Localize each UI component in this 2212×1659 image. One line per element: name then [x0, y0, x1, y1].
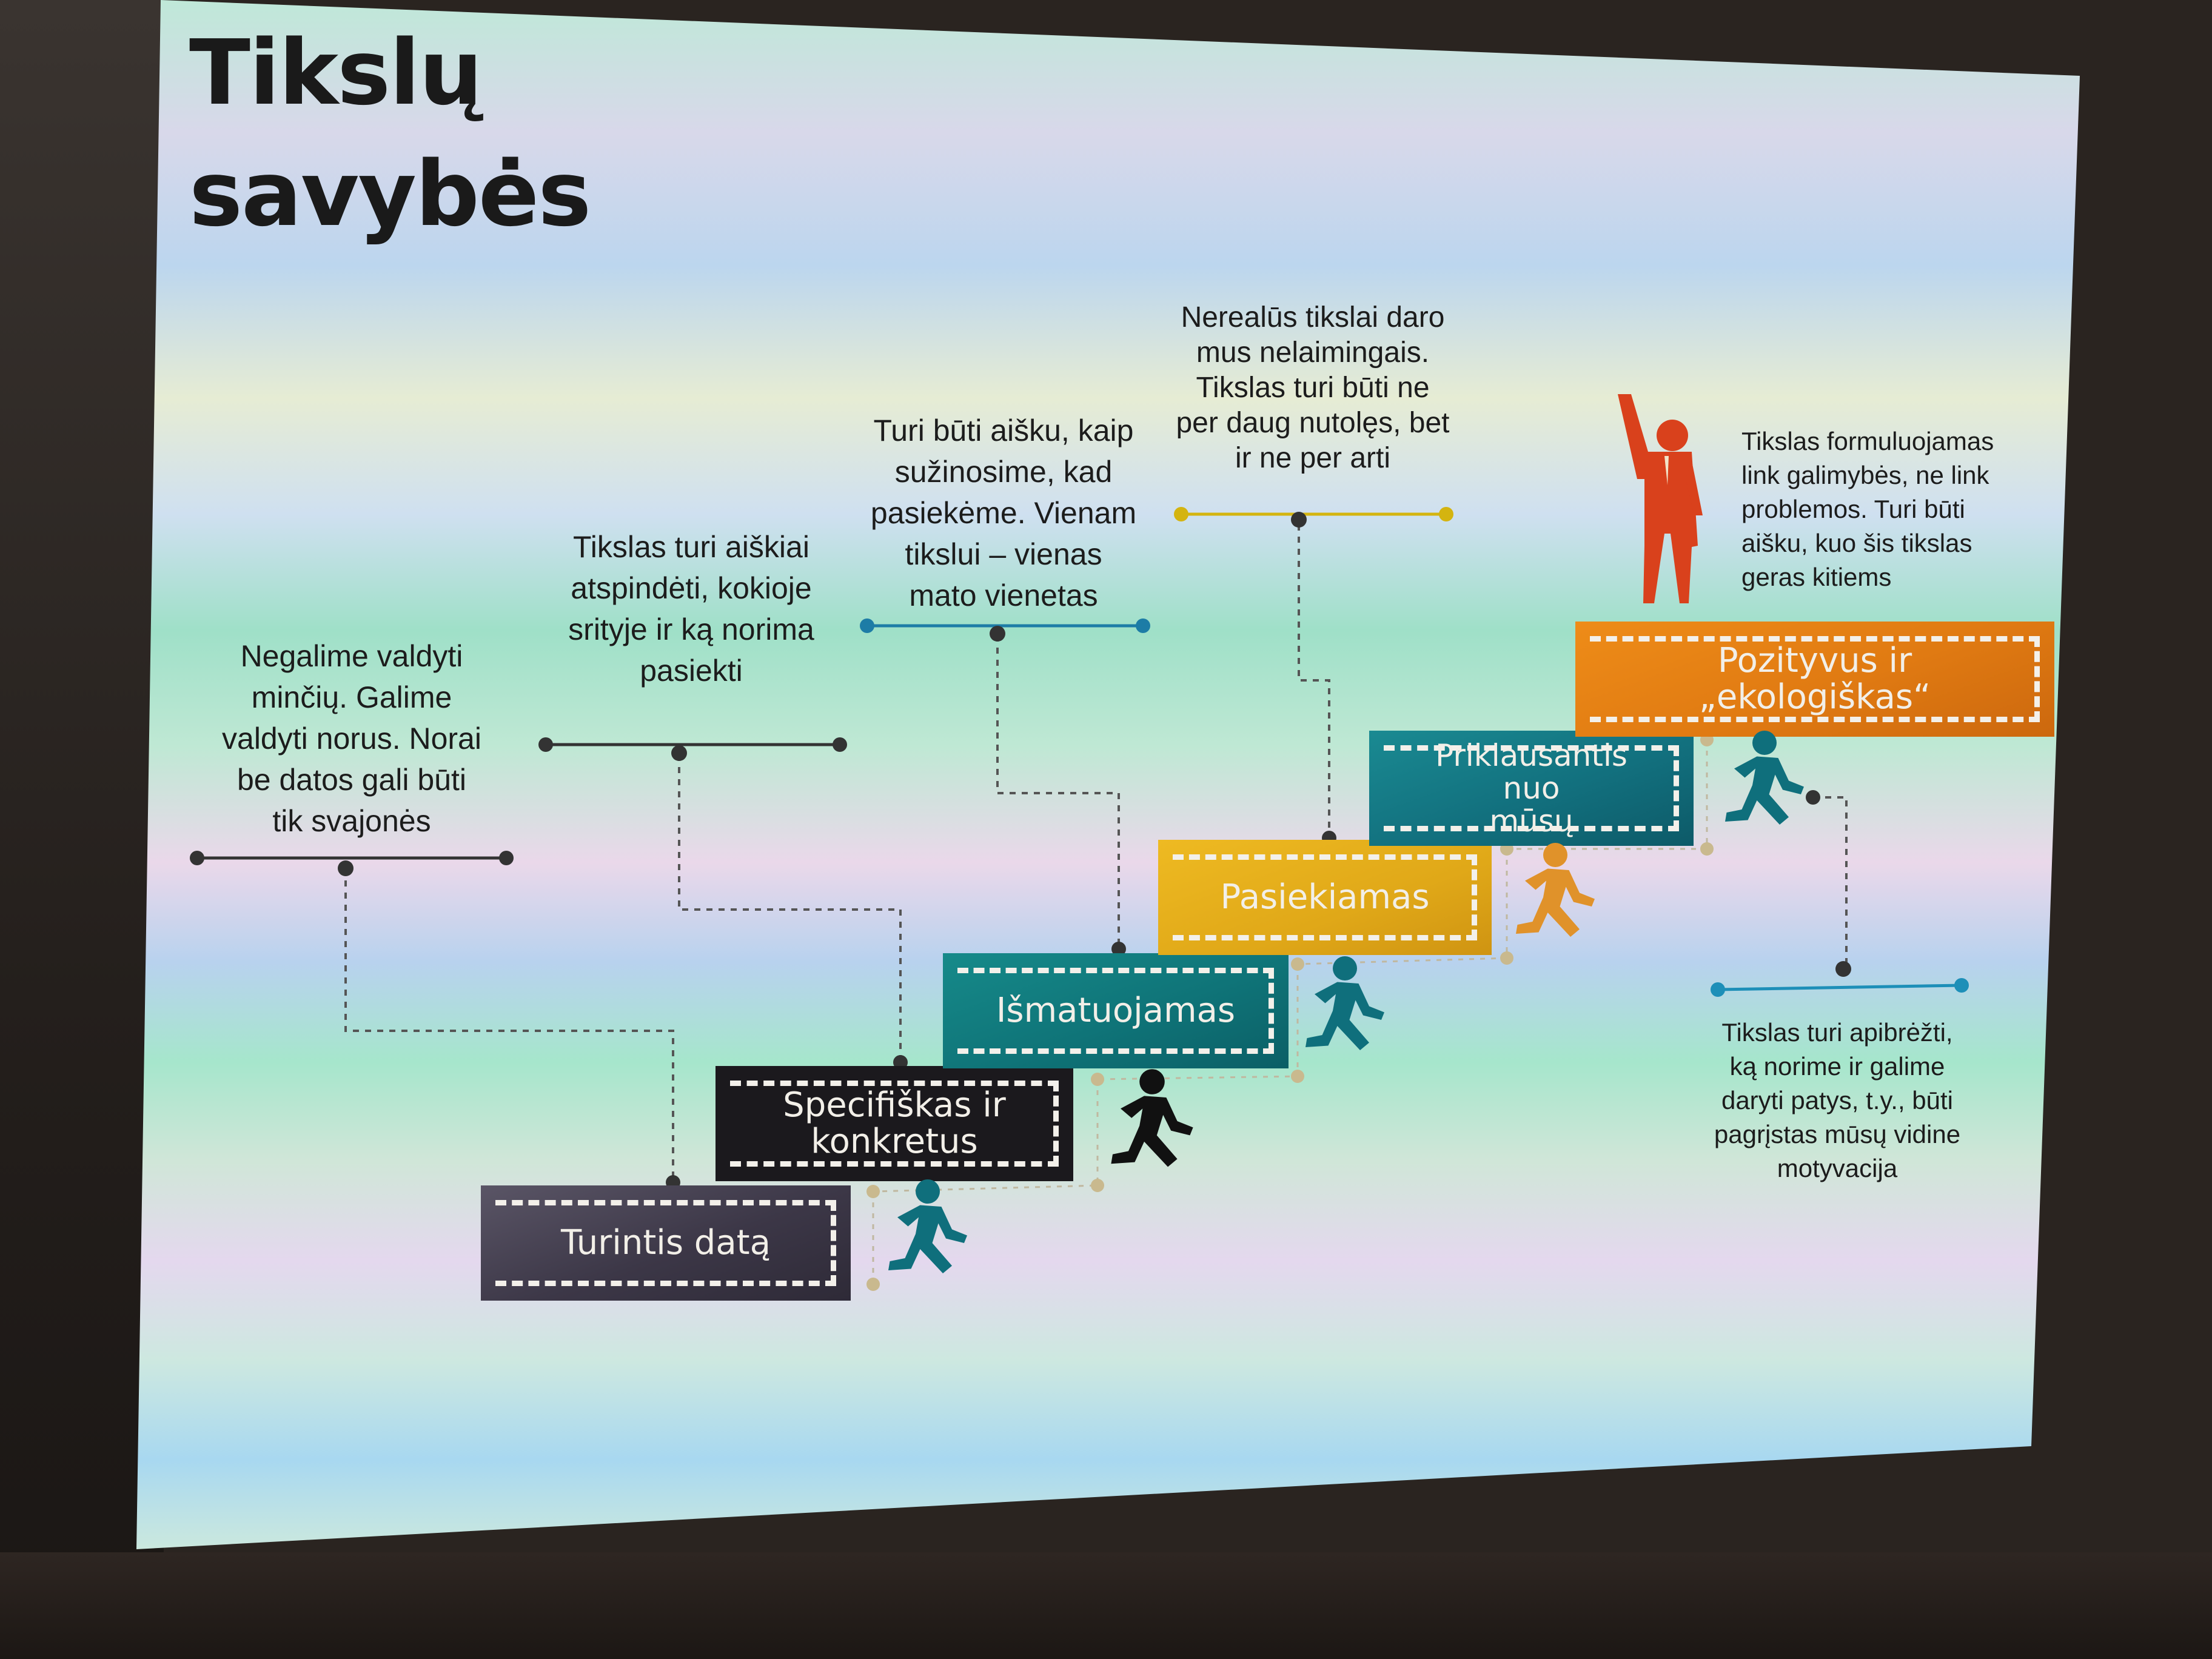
- note-pozityvus: Tikslas formuluojamas link galimybės, ne…: [1741, 427, 1994, 591]
- runner-icon-2: [1111, 1069, 1193, 1167]
- note-priklausantis: Tikslas turi apibrėžti, ką norime ir gal…: [1714, 1018, 1961, 1182]
- note-turintis-data: Negalime valdyti minčių. Galime valdyti …: [222, 639, 481, 838]
- connector-path-2: [678, 755, 902, 1062]
- step-label: Specifiškas ir konkretus: [783, 1085, 1006, 1161]
- connector-path-3: [996, 635, 1120, 949]
- runner-icon-5: [1725, 731, 1804, 825]
- step-label: Išmatuojamas: [996, 991, 1236, 1030]
- note-pasiekiamas: Nerealūs tikslai daro mus nelaimingais. …: [1176, 301, 1450, 474]
- step-label: Turintis datą: [561, 1223, 771, 1262]
- step-label: Priklausantis nuo mūsų: [1435, 738, 1627, 839]
- note-ismatuojamas: Turi būti aišku, kaip sužinosime, kad pa…: [870, 414, 1137, 612]
- connector-path-6: [1813, 796, 1848, 969]
- runner-icon-3: [1305, 956, 1384, 1050]
- runner-icon-4: [1516, 843, 1595, 937]
- connector-path-4: [1298, 525, 1330, 838]
- slide-title: Tikslų savybės: [189, 21, 591, 246]
- step-guide-2: [873, 1079, 1099, 1193]
- step-label: Pozityvus ir „ekologiškas“: [1698, 641, 1931, 717]
- winner-figure-icon: [1618, 394, 1703, 603]
- connector-bar-6: [1717, 984, 1962, 991]
- note-specifiskas: Tikslas turi aiškiai atspindėti, kokioje…: [568, 530, 814, 688]
- step-label: Pasiekiamas: [1220, 877, 1430, 917]
- room-wall-left: [0, 0, 164, 1659]
- runner-icon-1: [888, 1179, 967, 1273]
- room-floor-shadow: [0, 1552, 2212, 1659]
- step-specifiskas-ir-konkretus: Specifiškas ir konkretus: [716, 1066, 1073, 1181]
- step-pozityvus-ir-ekologiskas: Pozityvus ir „ekologiškas“: [1575, 622, 2054, 737]
